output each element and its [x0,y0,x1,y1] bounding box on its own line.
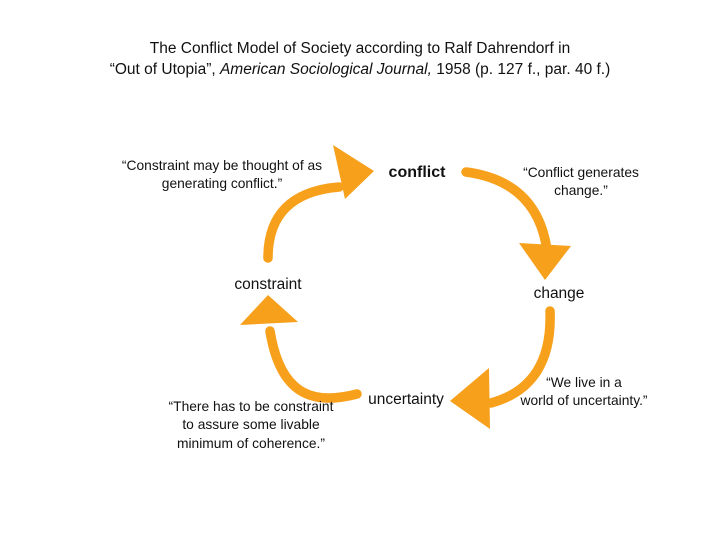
title-line-1: The Conflict Model of Society according … [149,40,571,57]
quote-line: generating conflict.” [161,176,283,192]
quote-uncertainty-to-constraint: “There has to be constraint to assure so… [169,398,334,453]
arrow-uncertainty-to-constraint [240,295,362,403]
quote-constraint-to-conflict: “Constraint may be thought of as generat… [122,157,322,194]
arrow-tail [265,326,362,403]
arrow-change-to-uncertainty [450,306,555,429]
title-line-2-post: 1958 (p. 127 f., par. 40 f.) [431,60,611,78]
quote-conflict-to-change: “Conflict generates change.” [523,164,639,201]
arrow-conflict-to-change [461,167,571,280]
quote-line: “There has to be constraint [168,399,334,414]
quote-line: change.” [554,183,608,199]
arrow-constraint-to-conflict [263,145,374,263]
node-label-uncertainty: uncertainty [368,391,444,408]
title-line-2: “Out of Utopia”, American Sociological J… [0,60,720,81]
quote-line: minimum of coherence.” [176,435,325,451]
slide-title: The Conflict Model of Society according … [0,39,720,80]
arrow-head-left-icon [450,368,490,429]
arrow-head-down-icon [519,243,571,280]
node-label-change: change [533,285,585,302]
node-label-constraint: constraint [234,276,302,293]
title-line-2-journal-name: American Sociological Journal, [219,60,432,78]
title-line-2-pre: “Out of Utopia”, [109,60,220,78]
arrow-head-up-icon [240,295,298,325]
quote-line: “Conflict generates [523,165,639,180]
quote-line: “Constraint may be thought of as [121,158,323,173]
arrow-tail [486,306,555,408]
quote-line: to assure some livable [182,417,320,433]
quote-line: world of uncertainty.” [520,393,648,409]
quote-line: “We live in a [546,375,622,390]
quote-change-to-uncertainty: “We live in a world of uncertainty.” [520,374,647,411]
arrow-tail [461,167,551,249]
arrow-tail [263,182,344,263]
node-label-conflict: conflict [388,164,446,181]
arrow-head-right-icon [333,145,374,199]
